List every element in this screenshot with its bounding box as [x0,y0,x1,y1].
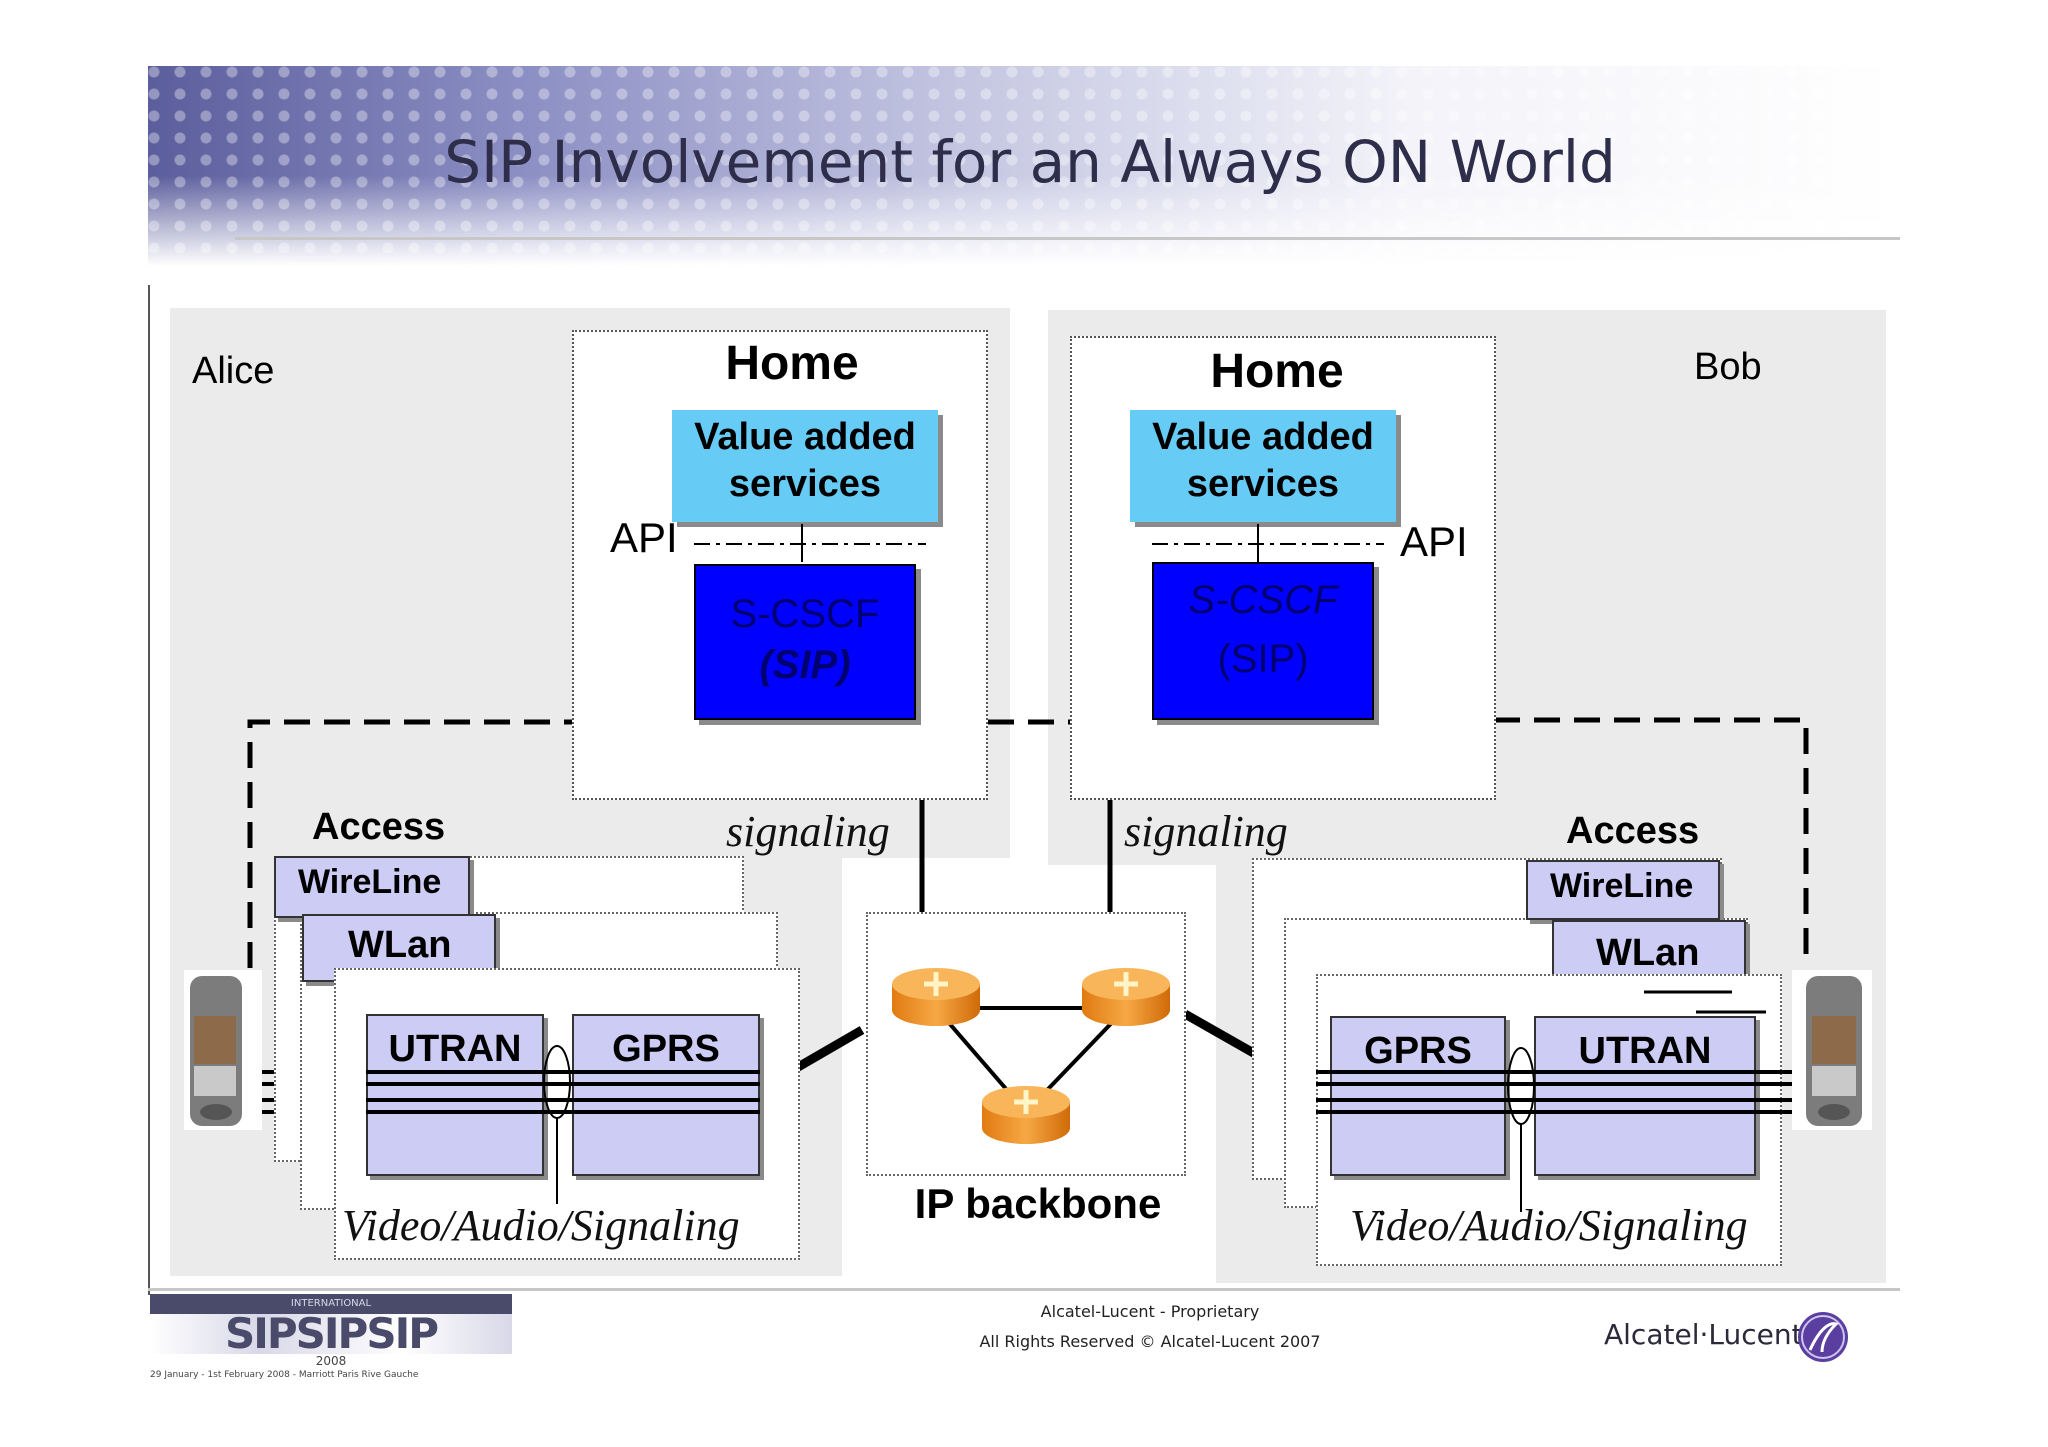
api-label-left: API [610,514,678,561]
wireline-tab-left: WireLine [274,856,470,918]
event-logo-text: SIPSIPSIP [150,1313,512,1355]
signaling-label-right: signaling [1124,807,1288,856]
brand-wordmark: Alcatel·Lucent [1604,1318,1803,1351]
alice-label: Alice [192,350,275,392]
alcatel-lucent-logo-icon [1798,1312,1848,1362]
left-margin-rule [148,285,150,1295]
s-cscf-name-left: S-CSCF [730,592,880,636]
gprs-box-right: GPRS [1330,1016,1506,1176]
ip-backbone-label: IP backbone [914,1180,1162,1227]
proprietary-notice: Alcatel-Lucent - Proprietary [1040,1302,1260,1321]
services-line1: Value added [1152,416,1374,458]
utran-box-left: UTRAN [366,1014,544,1176]
slide-title: SIP Involvement for an Always ON World [444,128,1616,196]
home-title-left: Home [725,337,859,390]
router-icon [982,1086,1070,1144]
s-cscf-name-right: S-CSCF [1188,578,1338,622]
wireline-tab-right: WireLine [1526,860,1720,920]
sip-2008-event-logo: INTERNATIONAL SIPSIPSIP 2008 29 January … [150,1294,512,1384]
bearer-caption-left: Video/Audio/Signaling [342,1201,740,1250]
mobile-phone-icon [1792,970,1872,1130]
value-added-services-left: Value added services [672,410,938,522]
api-interface-left [694,524,926,562]
backbone-network [892,968,1170,1144]
api-interface-right [1152,524,1384,562]
home-title-right: Home [1210,345,1344,398]
bob-label: Bob [1694,346,1762,388]
s-cscf-protocol-left: (SIP) [759,643,851,687]
access-title-right: Access [1566,810,1700,852]
event-year: 2008 [315,1354,347,1368]
api-label-right: API [1400,518,1468,565]
title-divider [235,237,1900,240]
event-banner: INTERNATIONAL [150,1294,512,1314]
services-line1: Value added [694,416,916,458]
services-line2: services [728,463,882,505]
mobile-phone-icon [184,970,262,1130]
s-cscf-right: S-CSCF (SIP) [1152,562,1374,720]
value-added-services-right: Value added services [1130,410,1396,522]
header-banner [148,66,1900,266]
event-dates: 29 January - 1st February 2008 - Marriot… [150,1370,419,1380]
signaling-label-left: signaling [726,807,890,856]
utran-box-right: UTRAN [1534,1016,1756,1176]
s-cscf-left: S-CSCF (SIP) [694,564,916,720]
access-title-left: Access [312,806,446,848]
copyright-notice: All Rights Reserved © Alcatel-Lucent 200… [979,1332,1321,1351]
router-icon [892,968,980,1026]
router-icon [1082,968,1170,1026]
footer-divider [148,1288,1900,1291]
bearer-caption-right: Video/Audio/Signaling [1350,1201,1748,1250]
services-line2: services [1186,463,1340,505]
s-cscf-protocol-right: (SIP) [1217,637,1309,681]
gprs-box-left: GPRS [572,1014,760,1176]
